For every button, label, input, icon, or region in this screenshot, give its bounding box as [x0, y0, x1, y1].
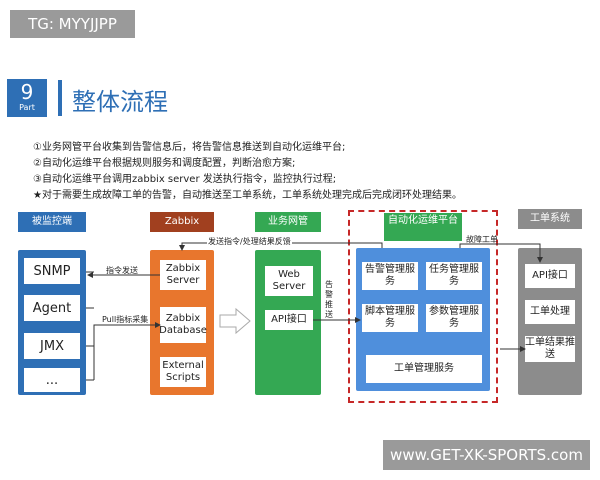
- zabbix-database-box: Zabbix Database: [159, 307, 207, 343]
- alarm-push-label: 告警推送: [325, 280, 333, 319]
- desc-line-4: ★对于需要生成故障工单的告警，自动推送至工单系统，工单系统处理完成后完成闭环处理…: [33, 190, 462, 201]
- part-badge: 9 Part: [7, 79, 47, 117]
- header-zabbix: Zabbix: [150, 212, 214, 232]
- external-scripts-box: External Scripts: [160, 357, 206, 387]
- automation-dashed-border: [348, 210, 498, 403]
- ticket-result-box: 工单结果推送: [525, 336, 575, 362]
- header-automation: 自动化运维平台: [384, 213, 462, 241]
- ticket-api-box: API接口: [525, 264, 575, 288]
- pull-metrics-arrow: [93, 322, 161, 380]
- watermark-top: TG: MYYJJPP: [10, 10, 135, 38]
- web-server-box: Web Server: [265, 266, 313, 296]
- param-mgmt-box: 参数管理服务: [426, 304, 482, 332]
- header-ticket: 工单系统: [518, 209, 582, 229]
- snmp-box: SNMP: [24, 258, 80, 284]
- alarm-mgmt-box: 告警管理服务: [362, 262, 418, 290]
- fault-ticket-label: 故障工单: [466, 235, 498, 244]
- desc-line-2: ②自动化运维平台根据规则服务和调度配置，判断治愈方案;: [33, 158, 296, 169]
- task-mgmt-box: 任务管理服务: [426, 262, 482, 290]
- command-send-label: 指令发送: [106, 266, 138, 275]
- part-number: 9: [20, 80, 34, 104]
- script-mgmt-box: 脚本管理服务: [362, 304, 418, 332]
- zabbix-server-box: Zabbix Server: [160, 260, 206, 290]
- desc-line-3: ③自动化运维平台调用zabbix server 发送执行指令，监控执行过程;: [33, 174, 337, 185]
- send-command-label: 发送指令/处理结果反馈: [207, 236, 292, 247]
- ticket-process-box: 工单处理: [525, 300, 575, 324]
- agent-box: Agent: [24, 295, 80, 321]
- ticket-mgmt-box: 工单管理服务: [366, 355, 482, 383]
- hollow-flow-arrow: [219, 307, 251, 335]
- jmx-box: JMX: [24, 333, 80, 359]
- part-label: Part: [19, 103, 35, 112]
- more-box: ...: [24, 368, 80, 392]
- fault-ticket-arrow: [459, 243, 543, 263]
- title-accent-bar: [58, 80, 62, 116]
- business-api-box: API接口: [265, 310, 313, 330]
- watermark-bottom: www.GET-XK-SPORTS.com: [383, 440, 590, 470]
- header-monitored: 被监控端: [18, 212, 86, 232]
- desc-line-1: ①业务网管平台收集到告警信息后，将告警信息推送到自动化运维平台;: [33, 142, 346, 153]
- pull-metrics-label: Pull指标采集: [102, 315, 149, 324]
- page-title: 整体流程: [72, 88, 168, 116]
- header-business: 业务网管: [255, 212, 321, 232]
